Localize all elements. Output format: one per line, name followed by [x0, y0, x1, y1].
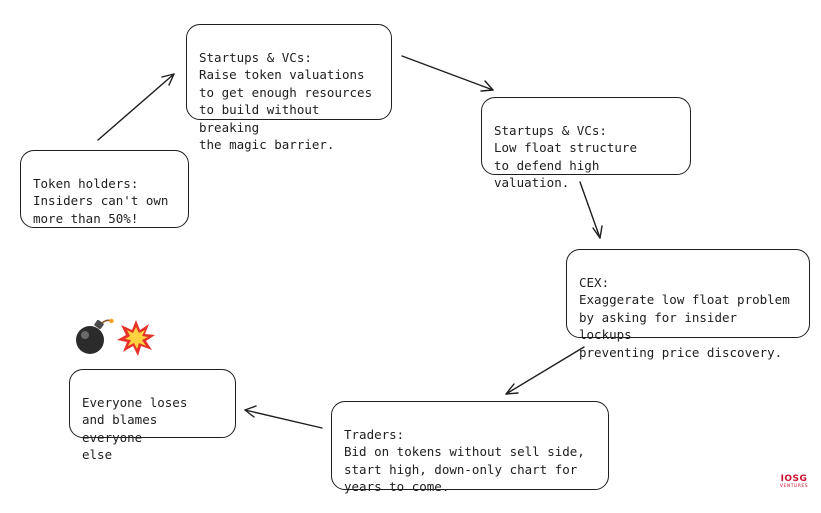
arrow-raise-valuations-to-low-float [401, 55, 494, 92]
bomb-icon [76, 318, 114, 354]
node-everyone-loses-text: Everyone loses and blames everyone else [82, 394, 188, 463]
explosion-icon [117, 320, 155, 356]
arrow-traders-to-everyone-loses [244, 405, 323, 429]
node-token-holders: Token holders: Insiders can't own more t… [20, 150, 189, 228]
watermark-sub: VENTURES [779, 484, 809, 489]
node-traders-text: Traders: Bid on tokens without sell side… [344, 426, 585, 495]
node-token-holders-text: Token holders: Insiders can't own more t… [33, 175, 169, 226]
node-raise-valuations: Startups & VCs: Raise token valuations t… [186, 24, 392, 152]
node-raise-valuations-text: Startups & VCs: Raise token valuations t… [199, 49, 373, 153]
watermark-main: IOSG [780, 474, 808, 484]
node-everyone-loses: Everyone loses and blames everyone else [69, 369, 236, 462]
brand-watermark: IOSG VENTURES [776, 474, 812, 494]
node-low-float-text: Startups & VCs: Low float structure to d… [494, 122, 637, 191]
arrow-token-holders-to-raise-valuations [97, 73, 175, 141]
bomb-explosion-group [74, 318, 164, 358]
node-cex: CEX: Exaggerate low float problem by ask… [566, 249, 810, 360]
node-cex-text: CEX: Exaggerate low float problem by ask… [579, 274, 790, 360]
arrow-cex-to-traders [505, 346, 585, 395]
node-traders: Traders: Bid on tokens without sell side… [331, 401, 609, 494]
node-low-float: Startups & VCs: Low float structure to d… [481, 97, 691, 190]
